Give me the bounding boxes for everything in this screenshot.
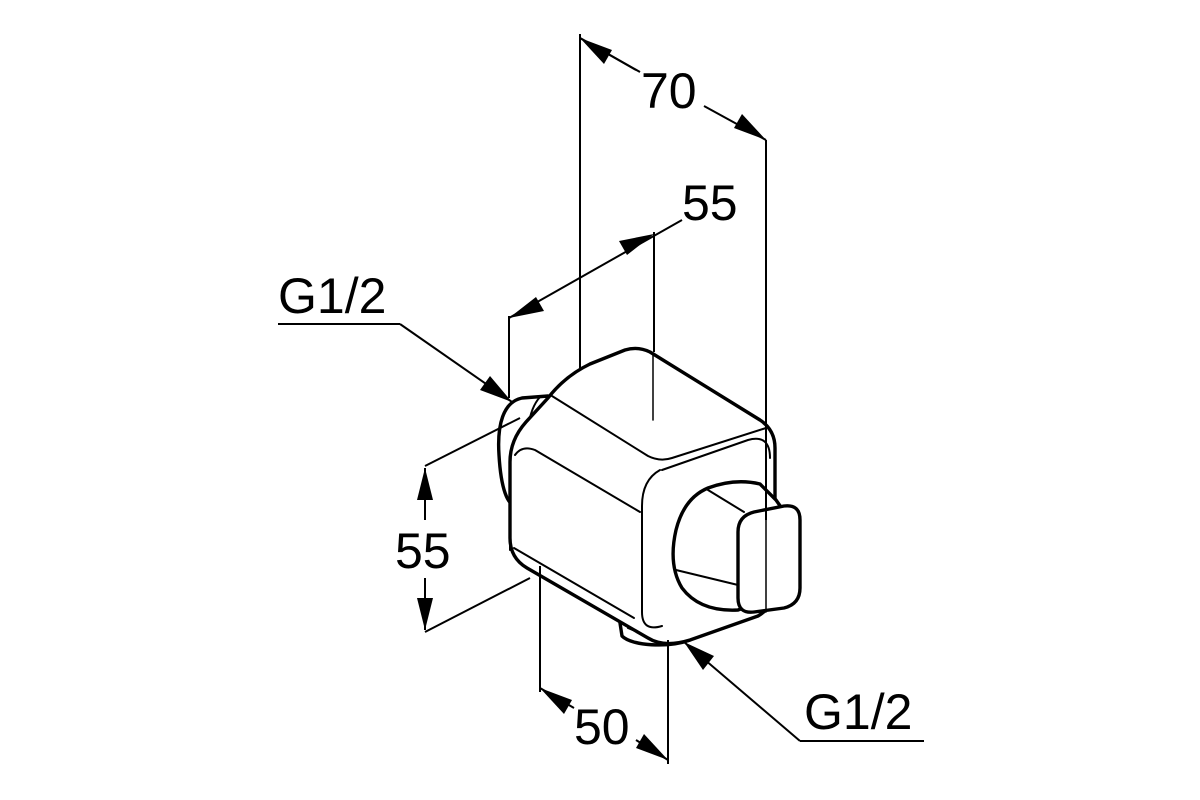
thread-callout-rear: G1/2	[278, 268, 513, 403]
arrowhead-55-height-top	[417, 468, 433, 500]
arrowhead-50-left	[540, 688, 572, 714]
callout-arrowhead-bottom	[684, 642, 714, 670]
side-bottom-edge	[513, 547, 635, 619]
thread-label-bottom: G1/2	[804, 684, 912, 740]
arrowhead-55-top-left	[509, 297, 544, 318]
callout-arrowhead-rear	[480, 376, 512, 402]
top-face-inner-edge	[551, 395, 767, 461]
extension-line-55-height-bottom	[424, 577, 531, 633]
top-face-front-edge	[514, 447, 641, 513]
thread-callout-bottom: G1/2	[683, 641, 924, 742]
dimension-label-50: 50	[574, 699, 630, 755]
dimension-55-top: 55	[508, 175, 738, 398]
outlet-nozzle-face	[736, 504, 802, 614]
extension-line-55-height-top	[424, 417, 521, 467]
arrowhead-55-height-bottom	[417, 598, 433, 630]
arrowhead-55-top-right	[619, 234, 654, 255]
nozzle-side-line	[675, 569, 739, 586]
wall-outlet-body	[496, 346, 802, 647]
arrowhead-70-right	[734, 114, 766, 140]
front-face-frame-right	[661, 437, 771, 471]
nozzle-top-line	[707, 489, 745, 513]
thread-label-rear: G1/2	[278, 268, 386, 324]
arrowhead-50-right	[636, 734, 668, 760]
dimension-label-55-height: 55	[395, 523, 451, 579]
dimension-50: 50	[539, 566, 669, 764]
dimension-55-height: 55	[395, 417, 531, 633]
arrowhead-70-left	[580, 38, 612, 64]
dimension-label-70: 70	[641, 63, 697, 119]
dimension-label-55-top: 55	[682, 175, 738, 231]
front-face-frame	[641, 469, 663, 629]
dimension-70: 70	[579, 34, 767, 520]
